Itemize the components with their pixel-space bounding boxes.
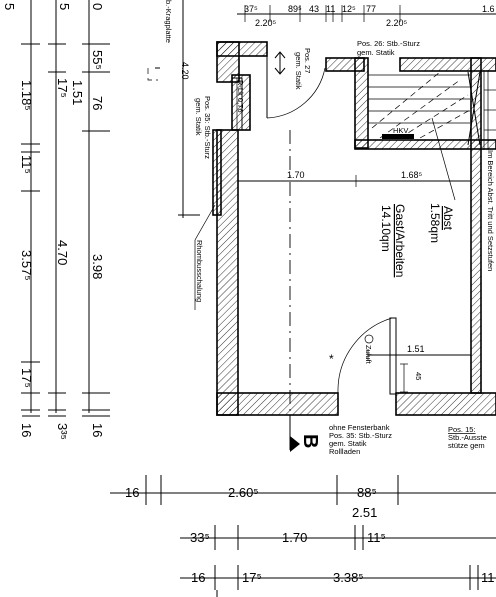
bottom-r2-2: 11⁵ <box>367 530 386 545</box>
bottom-r3-3: 11 <box>481 570 495 585</box>
vdim-col2-0: 5 <box>57 3 72 10</box>
top-dim-3: 11 <box>326 4 335 14</box>
star-mark: * <box>329 352 334 366</box>
pos35-bottom-line1: ohne Fensterbank <box>329 423 390 432</box>
rk-label: R-Lk 0,76 <box>236 80 245 113</box>
labels: Pos. 26: Stb.-Sturz gem. Statik Pos. 27 … <box>194 39 495 456</box>
gast-title: Gast/Arbeiten <box>393 204 407 277</box>
section-b-label: B <box>299 434 321 448</box>
pos15-line1: Pos. 15: <box>448 425 476 434</box>
pos35-bottom-line2: Pos. 35: Stb.-Sturz <box>329 431 392 440</box>
walls <box>212 41 496 416</box>
pos26-line2: gem. Statik <box>357 48 395 57</box>
vdim-col3-2: 1.51 <box>70 80 85 105</box>
gast-area: 14.10qm <box>379 205 393 252</box>
height-420: 4.20 <box>180 62 190 80</box>
abst-title: Abst <box>441 206 455 231</box>
bottom-r2-1: 1.70 <box>282 530 307 545</box>
top-dim-1: 89⁵ <box>288 4 302 14</box>
vdim-col1-3: 3.57⁵ <box>19 250 34 281</box>
room-dim-168: 1.68⁵ <box>401 170 423 180</box>
rhombus-label: Rhombusschalung <box>195 240 204 302</box>
pos27-line1: Pos. 27 <box>303 48 312 73</box>
vdim-col3-3: 76 <box>90 96 105 110</box>
zuluft-label: Zuluft <box>364 345 373 365</box>
hkv-label: HKV <box>393 126 408 135</box>
pos27-line2: gem. Statik <box>294 52 303 90</box>
bottom-dimensions: 16 2.60⁵ 88⁵ 2.51 33⁵ 1.70 11⁵ 16 17⁵ 3.… <box>110 475 496 597</box>
bottom-r3-1: 17⁵ <box>242 570 262 585</box>
vdim-col2-1: 17⁵ <box>55 78 70 98</box>
vdim-col3-0: 0 <box>90 3 105 10</box>
top-dim-2: 43 <box>309 4 319 14</box>
pos15-line2: Stb.-Ausste <box>448 433 487 442</box>
pos35-bottom-line4: Rollladen <box>329 447 360 456</box>
bottom-r1-total: 2.51 <box>352 505 377 520</box>
section-marker-b: B <box>289 415 321 452</box>
room-dims: 1.70 1.68⁵ 1.51 <box>237 170 472 361</box>
pos35-side-line2: gem. Statik <box>194 98 203 136</box>
room-dim-151: 1.51 <box>407 344 425 354</box>
pos15-line3: stütze gem <box>448 441 485 450</box>
bottom-r1-2: 88⁵ <box>357 485 377 500</box>
vdim-col3-4: 3.98 <box>90 254 105 279</box>
staircase: HKV <box>368 70 496 201</box>
pos35-bottom-line3: gem. Statik <box>329 439 367 448</box>
zuluft-symbol: Zuluft <box>364 334 374 365</box>
bottom-r3-2: 3.38⁵ <box>333 570 364 585</box>
room-outline <box>237 148 471 394</box>
vdim-col3-5: 16 <box>90 423 105 437</box>
vdim-col2-3: 3³⁵ <box>55 423 70 440</box>
door-bottom: 45 <box>337 317 423 395</box>
pos35-side-line1: Pos. 35: Stb.-Sturz <box>203 96 212 159</box>
top-dim-8: 2.20⁵ <box>386 18 408 28</box>
top-dim-6: 1.6 <box>482 4 495 14</box>
kragplatte-note: b.-Kragplatte 4.20 <box>147 0 200 218</box>
door-top <box>266 51 326 119</box>
pos26-line1: Pos. 26: Stb.-Sturz <box>357 39 420 48</box>
vdim-col1-2: 11⁵ <box>19 155 34 174</box>
window-left <box>231 77 243 131</box>
vdim-col2-2: 4.70 <box>55 240 70 265</box>
bottom-r3-0: 16 <box>191 570 205 585</box>
vdim-col1-0: 5 <box>2 3 17 10</box>
hkv-radiator <box>382 134 414 139</box>
vdim-col1-1: 1.18⁵ <box>19 80 34 111</box>
bottom-r2-0: 33⁵ <box>190 530 210 545</box>
door-dim-45: 45 <box>414 372 423 380</box>
vdim-col3-1: 55⁵ <box>90 50 105 70</box>
vdim-col1-5: 16 <box>19 423 34 437</box>
left-dimension-chains: 5 1.18⁵ 11⁵ 3.57⁵ 17⁵ 16 5 17⁵ 4.70 3³⁵ … <box>2 0 110 440</box>
top-dim-5: 77 <box>366 4 376 14</box>
top-dim-0: 37⁵ <box>244 4 258 14</box>
abst-area: 1.58qm <box>428 203 442 243</box>
vdim-col1-4: 17⁵ <box>19 368 34 388</box>
stair-note: Im Bereich Abst. Tritt und Setzstufen <box>486 150 495 271</box>
bottom-r1-1: 2.60⁵ <box>228 485 259 500</box>
bottom-r1-0: 16 <box>125 485 139 500</box>
kragplatte-label: b.-Kragplatte <box>164 0 173 43</box>
top-dimensions: 37⁵ 89⁵ 43 11 12⁵ 77 1.6 2.20⁵ 2.20⁵ <box>237 4 496 28</box>
top-dim-4: 12⁵ <box>342 4 356 14</box>
top-dim-7: 2.20⁵ <box>255 18 277 28</box>
room-dim-170: 1.70 <box>287 170 305 180</box>
